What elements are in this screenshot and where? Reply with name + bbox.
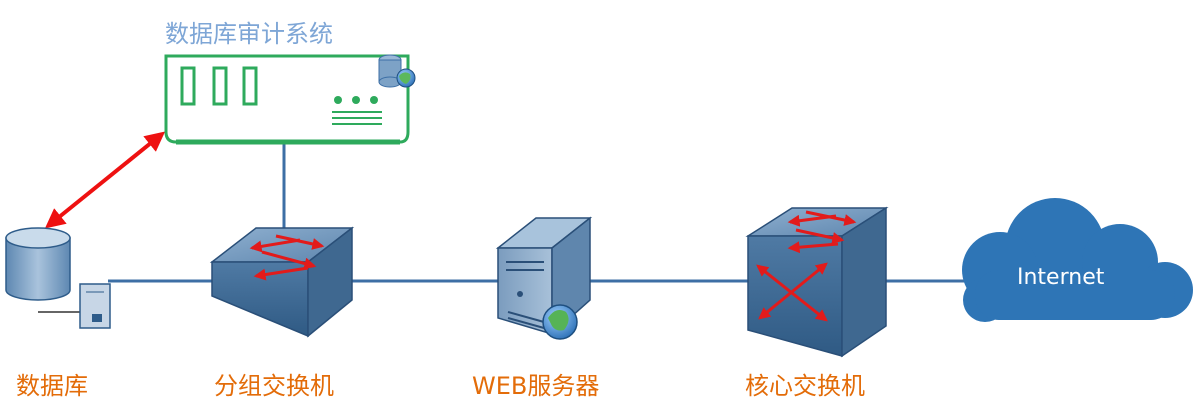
audit-appliance-icon bbox=[164, 54, 410, 145]
internet-label: Internet bbox=[1017, 265, 1105, 290]
core-switch-icon bbox=[745, 206, 889, 358]
database-label: 数据库 bbox=[16, 372, 88, 400]
audit-system-title: 数据库审计系统 bbox=[165, 20, 333, 48]
globe-icon bbox=[542, 304, 578, 340]
switch-icon bbox=[209, 226, 355, 338]
core-switch-label: 核心交换机 bbox=[745, 372, 865, 400]
network-links bbox=[108, 142, 968, 283]
db-globe-badge-icon bbox=[378, 54, 416, 88]
distribution-switch-label: 分组交换机 bbox=[214, 372, 334, 400]
web-server-label: WEB服务器 bbox=[472, 372, 600, 400]
mirror-arrow bbox=[44, 131, 166, 229]
database-icon bbox=[5, 227, 111, 329]
cloud-icon bbox=[962, 198, 1193, 322]
